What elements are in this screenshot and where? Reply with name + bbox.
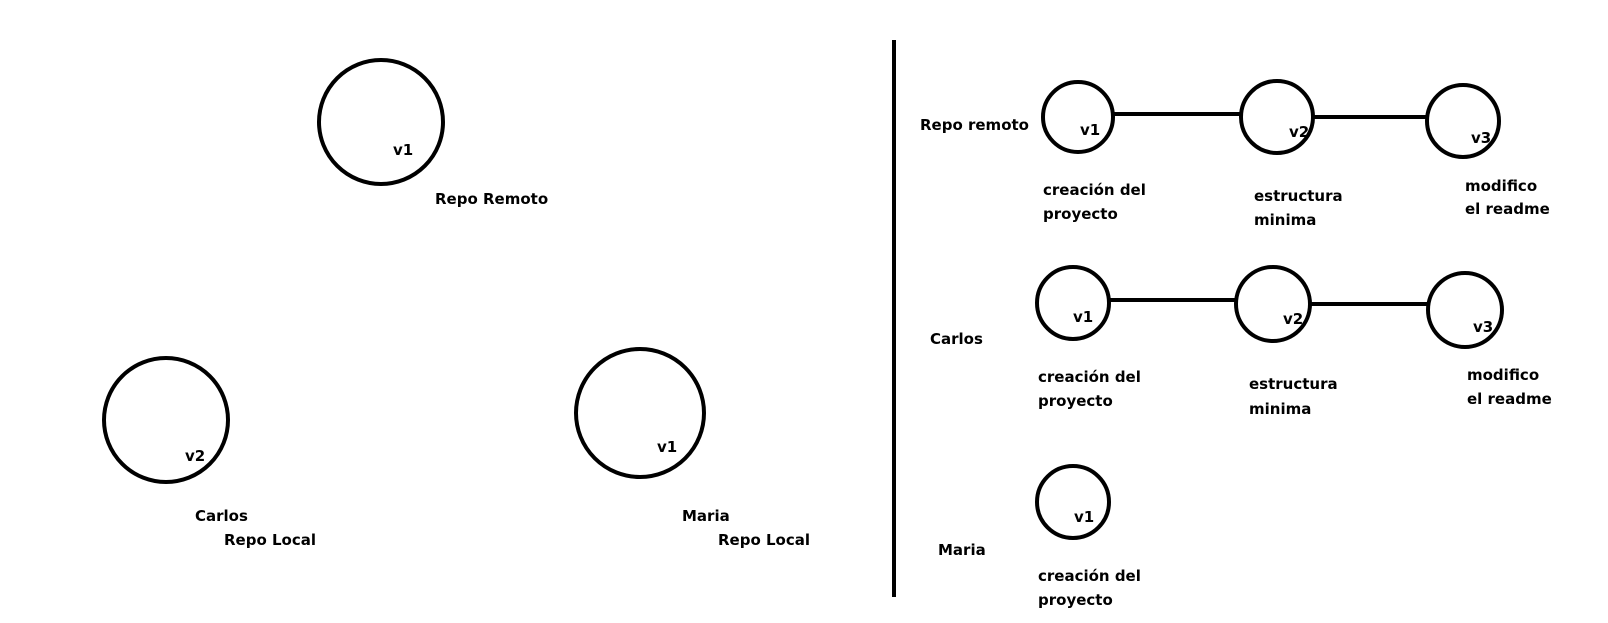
remote-commit-v1-desc-2: proyecto xyxy=(1043,205,1118,223)
maria-commit-v1-label: v1 xyxy=(1074,508,1095,526)
carlos-commit-v1-node xyxy=(1035,265,1111,341)
row-label-carlos: Carlos xyxy=(930,330,983,348)
carlos-repo-node xyxy=(102,356,230,484)
carlos-name-label: Carlos xyxy=(195,507,248,525)
remote-repo-node xyxy=(317,58,445,186)
remote-commit-v1-desc-1: creación del xyxy=(1043,181,1146,199)
maria-repo-node xyxy=(574,347,706,479)
maria-commit-v1-desc-2: proyecto xyxy=(1038,591,1113,609)
remote-commit-v1-node xyxy=(1041,80,1115,154)
carlos-version-label: v2 xyxy=(185,447,206,465)
row-label-remote: Repo remoto xyxy=(920,116,1029,134)
remote-commit-v2-desc-2: minima xyxy=(1254,211,1317,229)
carlos-repo-label: Repo Local xyxy=(224,531,317,549)
remote-commit-v3-label: v3 xyxy=(1471,129,1492,147)
remote-commit-v3-desc-2: el readme xyxy=(1465,200,1550,218)
maria-repo-label: Repo Local xyxy=(718,531,811,549)
carlos-commit-v2-node xyxy=(1234,265,1312,343)
row-label-maria: Maria xyxy=(938,541,986,559)
carlos-commit-v1-desc-1: creación del xyxy=(1038,368,1141,386)
carlos-commit-v2-desc-1: estructura xyxy=(1249,375,1338,393)
maria-commit-v1-desc-1: creación del xyxy=(1038,567,1141,585)
carlos-commit-v1-label: v1 xyxy=(1073,308,1094,326)
carlos-commit-v3-desc-1: modifico xyxy=(1467,366,1540,384)
maria-name-label: Maria xyxy=(682,507,730,525)
remote-commit-v3-node xyxy=(1425,83,1501,159)
remote-commit-v2-desc-1: estructura xyxy=(1254,187,1343,205)
remote-repo-label: Repo Remoto xyxy=(435,190,549,208)
carlos-commit-v2-desc-2: minima xyxy=(1249,400,1312,418)
remote-commit-v3-desc-1: modifico xyxy=(1465,177,1538,195)
carlos-commit-v3-desc-2: el readme xyxy=(1467,390,1552,408)
carlos-commit-v1-desc-2: proyecto xyxy=(1038,392,1113,410)
carlos-commit-v2-label: v2 xyxy=(1283,310,1304,328)
remote-commit-v2-node xyxy=(1239,79,1315,155)
carlos-commit-v3-label: v3 xyxy=(1473,318,1494,336)
remote-version-label: v1 xyxy=(393,141,414,159)
remote-commit-v2-label: v2 xyxy=(1289,123,1310,141)
maria-version-label: v1 xyxy=(657,438,678,456)
carlos-commit-v3-node xyxy=(1426,271,1504,349)
remote-commit-v1-label: v1 xyxy=(1080,121,1101,139)
maria-commit-v1-node xyxy=(1035,464,1111,540)
